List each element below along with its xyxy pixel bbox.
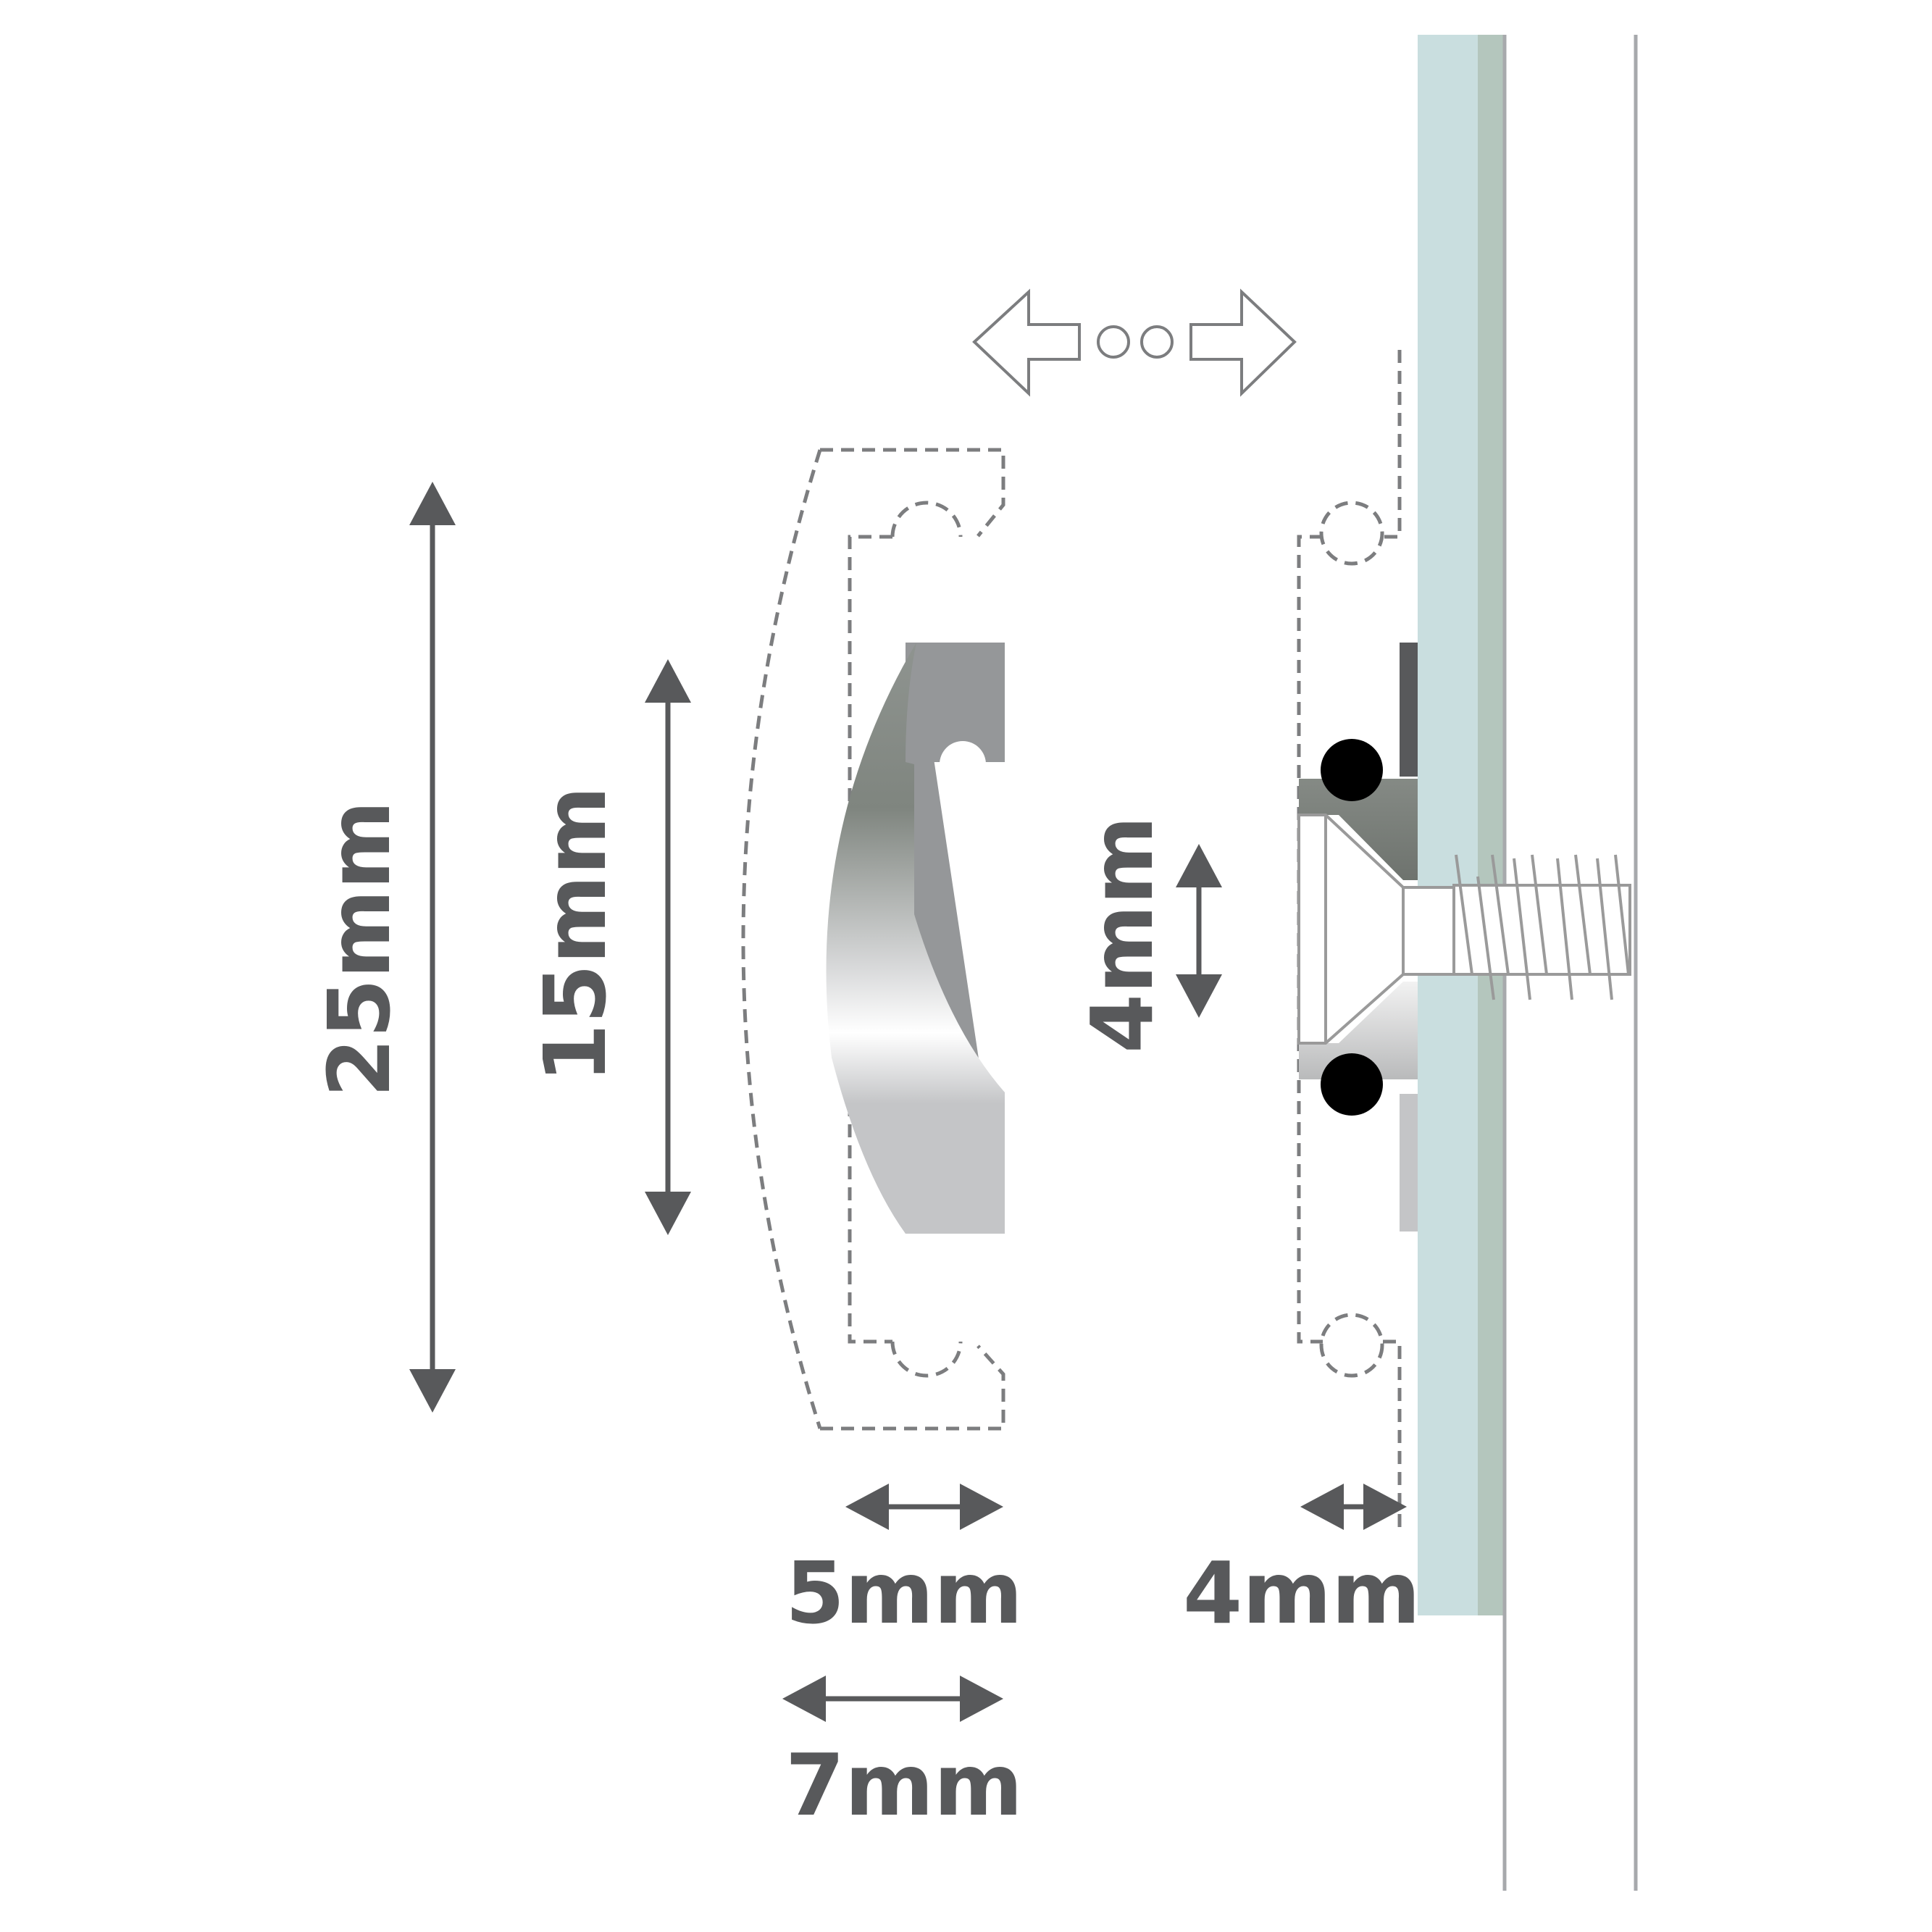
dim-4mm-v-arrow-bottom [1176,974,1222,1018]
slide-arrow-right [1189,288,1297,397]
dim-4mm-h-arrow-right [1363,1484,1407,1530]
dim-5mm-arrow-left [845,1484,889,1530]
dim-label-15mm: 15mm [525,786,625,1083]
dim-label-4mm-horizontal: 4mm [1183,1543,1421,1643]
clip-rail-top [1400,643,1418,777]
clip-rail-bottom [1400,1094,1418,1231]
mounted-clip-top [1319,501,1384,566]
profile-back-bar [906,643,1005,762]
mounted-outline-bottom [1382,1339,1402,1527]
mounted-clip-bottom [1319,1313,1384,1378]
dim-5mm-arrow-right [960,1484,1003,1530]
wall-glass-edge [1478,35,1505,1615]
dim-7mm-arrow-left [782,1676,826,1722]
wall-panel [1418,35,1638,1891]
double-arrow-icon [972,288,1297,397]
screw-icon [1297,814,1631,1045]
dim-4mm-h-arrow-left [1300,1484,1344,1530]
roller-left [1097,325,1130,359]
clip-top-plate [1299,779,1418,880]
profile-cover-curve [820,448,1005,538]
dim-label-5mm: 5mm [785,1543,1023,1643]
profile-hook-cut [940,741,986,764]
dim-15mm-arrow-bottom [645,1192,691,1235]
clip-bottom-plate [1299,982,1418,1079]
mounted-outline-top [1382,350,1402,539]
dim-label-25mm: 25mm [309,800,409,1097]
dim-25mm-arrow-bottom [409,1369,456,1413]
dim-15mm-arrow-top [645,659,691,703]
magnet-bottom [1321,1053,1383,1116]
screw-threads [1455,854,1630,1000]
dim-25mm-arrow-top [409,482,456,525]
dimension-arrows [409,482,1407,1722]
profile-clip-bottom [890,1341,963,1378]
dim-4mm-v-arrow-top [1176,844,1222,887]
slide-arrow-left [972,288,1081,397]
dim-7mm-arrow-right [960,1676,1003,1722]
magnet-icon [1321,739,1383,1116]
strip-curved-front [826,643,1005,1234]
led-strip-metal [826,643,1005,1234]
dim-label-4mm-vertical: 4mm [1072,816,1172,1053]
mounting-clip [1299,643,1418,1231]
profile-cover-arc [741,449,822,1429]
screw-shank [1402,886,1455,976]
profile-clip-top [890,501,963,538]
magnet-top [1321,739,1383,801]
roller-right [1140,325,1174,359]
dim-label-7mm: 7mm [785,1735,1023,1835]
profile-cover-bottom [820,1345,1005,1431]
